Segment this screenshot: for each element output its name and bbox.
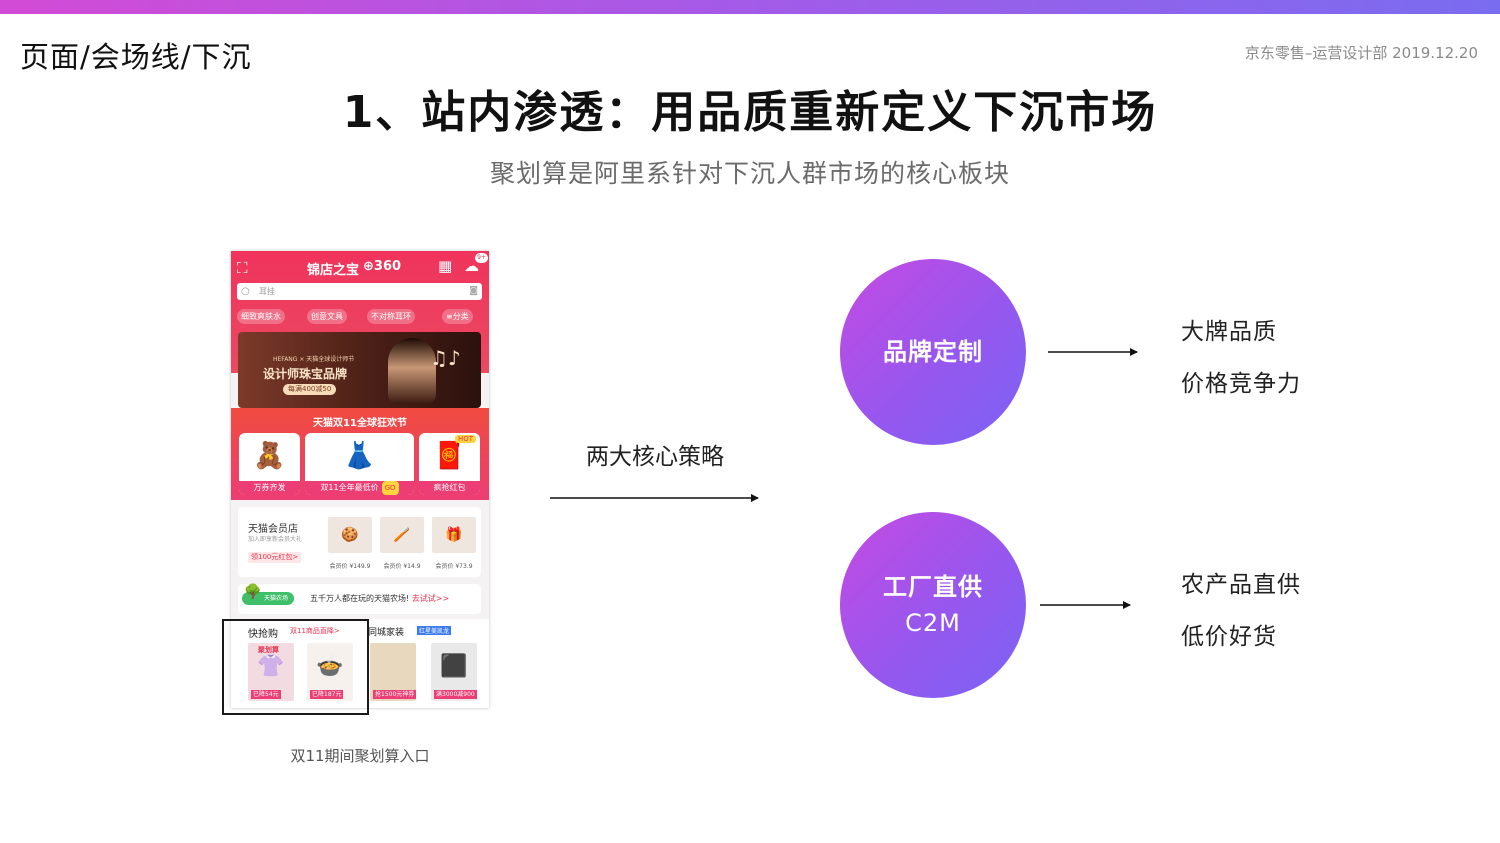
member-product[interactable]: 🪥 会员价 ¥14.9 <box>380 517 424 573</box>
search-input[interactable]: ○ 耳挂 ◙ <box>237 283 482 300</box>
member-price: 会员价 ¥14.9 <box>383 563 421 570</box>
page-title: 1、站内渗透：用品质重新定义下沉市场 <box>342 87 1158 138</box>
hot-badge: HOT <box>454 435 476 443</box>
breadcrumb: 页面/会场线/下沉 <box>20 40 252 74</box>
factory-point: 低价好货 <box>1181 624 1277 650</box>
juhuasuan-label: 聚划算 <box>258 646 279 654</box>
quick-buy-tag[interactable]: 双11商品直降> <box>290 627 340 635</box>
member-subtitle: 加入即享新会员大礼 <box>248 536 303 543</box>
factory-circle-label: 工厂直供 <box>883 573 983 601</box>
banner-brand: HEFANG × 天猫全球设计师节 <box>273 356 355 363</box>
discount-tag: 抢1500元神券 <box>373 690 417 699</box>
city-home-item[interactable]: ⬛ 满3000减900 <box>431 643 477 701</box>
city-home-item[interactable]: 抢1500元神券 <box>370 643 417 701</box>
search-placeholder: 耳挂 <box>259 287 275 296</box>
member-title: 天猫会员店 <box>248 524 298 535</box>
quick-buy-title[interactable]: 快抢购 <box>248 629 278 640</box>
partner-logo: ⊕360 <box>363 259 402 274</box>
farm-cta: 去试试>> <box>411 594 450 603</box>
red-packet-image: 🧧 <box>433 441 466 471</box>
scan-icon[interactable]: ⛶ <box>237 259 248 277</box>
discount-tag: 满3000减900 <box>434 690 477 699</box>
department-date: 京东零售–运营设计部 2019.12.20 <box>1244 44 1478 62</box>
card-label: 万券齐发 <box>239 481 300 495</box>
member-coupon[interactable]: 领100元红包> <box>248 552 302 563</box>
quick-buy-item[interactable]: 聚划算 👚 已降54元 <box>248 643 294 701</box>
banner-model-image <box>388 338 436 404</box>
juhuasuan-entry-highlight <box>222 619 369 715</box>
search-icon: ○ <box>241 286 250 297</box>
sweater-image: 👚 <box>257 654 285 679</box>
farm-text: 五千万人都在玩的天猫农场! 去试试>> <box>310 594 450 603</box>
quick-buy-item[interactable]: 🍲 已降187元 <box>307 643 353 701</box>
farm-icon: 🌳 <box>244 584 262 600</box>
message-count-badge: 9+ <box>475 253 488 263</box>
city-home-tag: 红星美凯龙 <box>417 626 452 635</box>
banner-offer: 每满400减50 <box>283 384 337 395</box>
phone-screenshot: ⛶ 锦店之宝 ⊕360 ▦ ☁ 9+ ○ 耳挂 ◙ 细致爽肤水 创意文具 不对称… <box>231 251 489 708</box>
red-packet-card[interactable]: HOT 🧧 疯抢红包 <box>419 433 480 495</box>
message-icon[interactable]: ☁ <box>464 257 479 275</box>
search-tag[interactable]: 细致爽肤水 <box>237 309 285 324</box>
search-tag[interactable]: 创意文具 <box>307 309 347 324</box>
member-product[interactable]: 🎁 会员价 ¥73.9 <box>432 517 476 573</box>
top-accent-bar <box>0 0 1500 14</box>
brand-circle-label: 品牌定制 <box>883 338 983 366</box>
factory-direct-circle: 工厂直供 C2M <box>840 512 1026 698</box>
go-badge: GO <box>381 481 399 495</box>
member-price: 会员价 ¥149.9 <box>329 563 371 570</box>
brand-point: 大牌品质 <box>1181 319 1277 345</box>
screenshot-caption: 双11期间聚划算入口 <box>290 747 430 765</box>
category-tag[interactable]: ≡分类 <box>442 309 473 324</box>
strategy-label: 两大核心策略 <box>586 444 724 470</box>
stove-image: ⬛ <box>440 654 468 679</box>
city-home-title[interactable]: 同城家装 <box>368 628 405 638</box>
music-note-icon: ♫♪ <box>430 346 461 370</box>
member-price: 会员价 ¥73.9 <box>435 563 473 570</box>
brand-point: 价格竞争力 <box>1181 371 1301 397</box>
cooker-image: 🍲 <box>316 654 344 679</box>
discount-tag: 已降54元 <box>251 690 281 699</box>
factory-circle-sub: C2M <box>905 609 961 637</box>
snack-image: 🍪 <box>328 517 372 553</box>
dress-image: 👗 <box>343 441 376 471</box>
jewelry-banner[interactable]: HEFANG × 天猫全球设计师节 设计师珠宝品牌 每满400减50 ♫♪ <box>238 332 481 408</box>
farm-badge: 🌳天猫农场 <box>242 585 295 605</box>
doll-image: 🧸 <box>253 441 286 471</box>
promo-title: 天猫双11全球狂欢节 <box>313 418 407 429</box>
camera-icon[interactable]: ◙ <box>469 286 478 296</box>
tmall-farm-bar[interactable]: 🌳天猫农场 五千万人都在玩的天猫农场! 去试试>> <box>238 584 481 614</box>
hot-search-tags: 细致爽肤水 创意文具 不对称耳环 ≡分类 <box>237 309 483 325</box>
member-store-card[interactable]: 天猫会员店 加入即享新会员大礼 领100元红包> 🍪 会员价 ¥149.9 🪥 … <box>238 507 481 577</box>
brand-custom-circle: 品牌定制 <box>840 259 1026 445</box>
quick-buy-section: 快抢购 双11商品直降> 同城家装 红星美凯龙 聚划算 👚 已降54元 🍲 已降… <box>231 619 489 708</box>
card-label: 疯抢红包 <box>419 481 480 495</box>
toothpaste-image: 🪥 <box>380 517 424 553</box>
search-tag[interactable]: 不对称耳环 <box>367 309 415 324</box>
gift-box-image: 🎁 <box>432 517 476 553</box>
factory-point: 农产品直供 <box>1181 572 1301 598</box>
member-product[interactable]: 🍪 会员价 ¥149.9 <box>328 517 372 573</box>
banner-title: 设计师珠宝品牌 <box>263 367 348 381</box>
app-logo: 锦店之宝 <box>307 263 360 278</box>
coupon-card[interactable]: 🧸 万券齐发 <box>239 433 300 495</box>
page-subtitle: 聚划算是阿里系针对下沉人群市场的核心板块 <box>489 159 1010 188</box>
qr-code-icon[interactable]: ▦ <box>438 257 453 275</box>
discount-tag: 已降187元 <box>310 690 344 699</box>
